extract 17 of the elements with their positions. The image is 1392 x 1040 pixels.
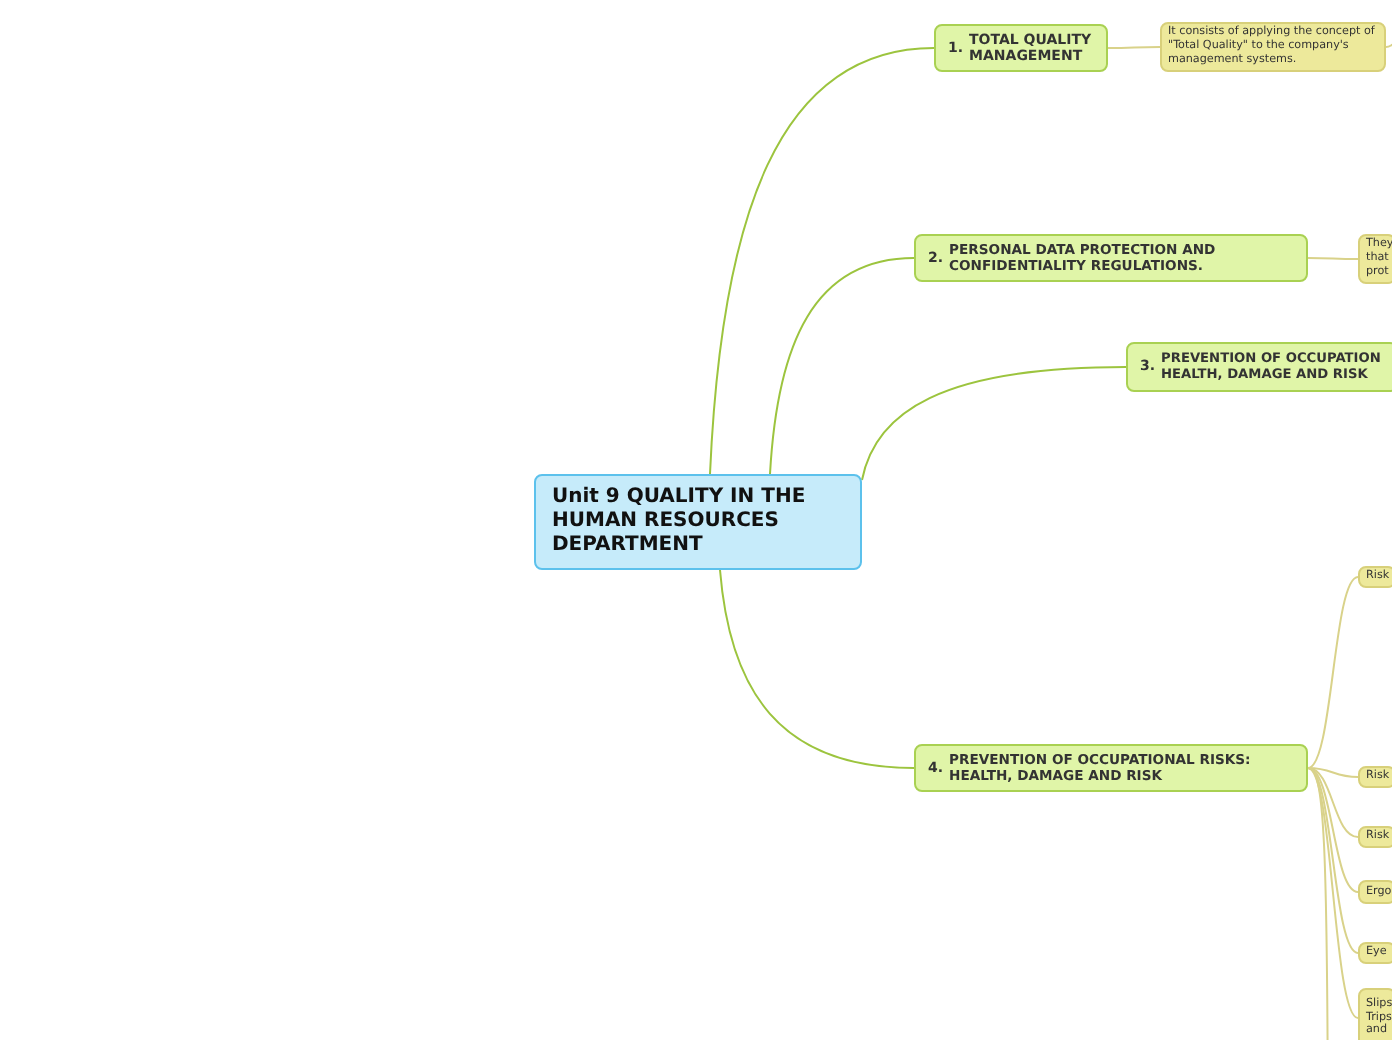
connector-line — [1307, 576, 1359, 769]
connector-line — [1385, 43, 1392, 48]
connector-line — [1307, 767, 1329, 1040]
connector-line — [1307, 767, 1359, 778]
topic-box — [914, 744, 1308, 792]
connector-line — [1107, 46, 1161, 49]
topic-box — [914, 234, 1308, 282]
connector-line — [1307, 767, 1359, 1019]
connector-line — [709, 47, 935, 475]
topic-box — [1126, 342, 1392, 392]
connector-line — [719, 569, 915, 769]
topic-box — [934, 24, 1108, 72]
connector-line — [1307, 257, 1359, 260]
central-topic-box: Unit 9 QUALITY IN THE HUMAN RESOURCES DEPARTMENT — [534, 474, 862, 570]
connector-line — [861, 366, 1127, 481]
connector-line — [1307, 767, 1359, 838]
connector-line — [769, 257, 915, 475]
